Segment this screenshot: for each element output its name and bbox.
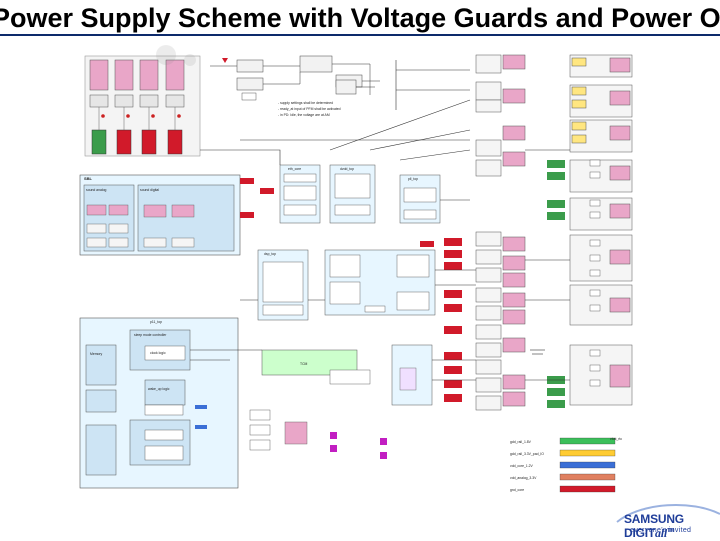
core-blocks: eth_core dvdd_top pll_top [240, 164, 441, 224]
legend-item-4: vdd_analog_3.3V [510, 476, 537, 480]
samsung-digitall-logo: SAMSUNG DIGITallTM [624, 512, 720, 541]
notes-legend: gdd_rail_1.8V gdd_rail_3.3V_pad_IO vdd_c… [249, 409, 622, 493]
clock-logic-label: clock logic [150, 351, 166, 355]
slide-title: Power Supply Scheme with Voltage Guards … [0, 3, 720, 33]
dvdd-top-label: dvdd_top [340, 167, 354, 171]
sleep-controller-block: p11_top sleep mode controller clock logi… [79, 317, 239, 489]
brand-name: SAMSUNG DIGIT [624, 512, 684, 540]
legend-item-6: vbat_rtc [610, 437, 622, 441]
dsp-block: dsp_top [257, 241, 436, 321]
samsung-tagline: everyone's invited [630, 527, 692, 534]
dsp-top-label: dsp_top [264, 252, 276, 256]
sound-digital-label: sound digital [140, 188, 159, 192]
brand-tm: TM [667, 528, 674, 534]
eth-core-label: eth_core [288, 167, 301, 171]
routing-lines [190, 139, 570, 381]
svg-text:- ready_at input of PFM shall: - ready_at input of PFM shall be activat… [278, 107, 341, 111]
sbl-label: SBL [84, 176, 93, 181]
samsung-swoosh-icon [616, 504, 720, 523]
svg-text:- in PD: Idle, the voltage are: - in PD: Idle, the voltage are at AM [278, 113, 330, 117]
switch-column-right [530, 54, 633, 408]
top-regulator-area: - supply settings shall be determined - … [210, 55, 380, 117]
pll-top-label: pll_top [408, 177, 418, 181]
tcm-block: TCM [261, 344, 433, 406]
brand-suffix: all [655, 526, 668, 540]
legend-item-1: gdd_rail_1.8V [510, 440, 532, 444]
sound-block: SBL sound analog sound digital [79, 174, 241, 256]
wake-up-label: wake_up logic [148, 387, 170, 391]
pll-top2-label: p11_top [150, 320, 162, 324]
legend-item-3: vdd_core_1.2V [510, 464, 534, 468]
tcm-label: TCM [300, 362, 308, 366]
pad-cluster-top-left [84, 55, 201, 157]
title-divider [0, 34, 720, 36]
memory-label: Memory [90, 352, 103, 356]
svg-text:- supply settings shall be det: - supply settings shall be determined [278, 101, 333, 105]
legend-item-5: gnd_core [510, 488, 524, 492]
legend-item-2: gdd_rail_3.3V_pad_IO [510, 452, 544, 456]
sleep-mode-label: sleep mode controller [134, 333, 167, 337]
sound-analog-label: sound analog [86, 188, 106, 192]
switch-column-center [444, 54, 526, 411]
